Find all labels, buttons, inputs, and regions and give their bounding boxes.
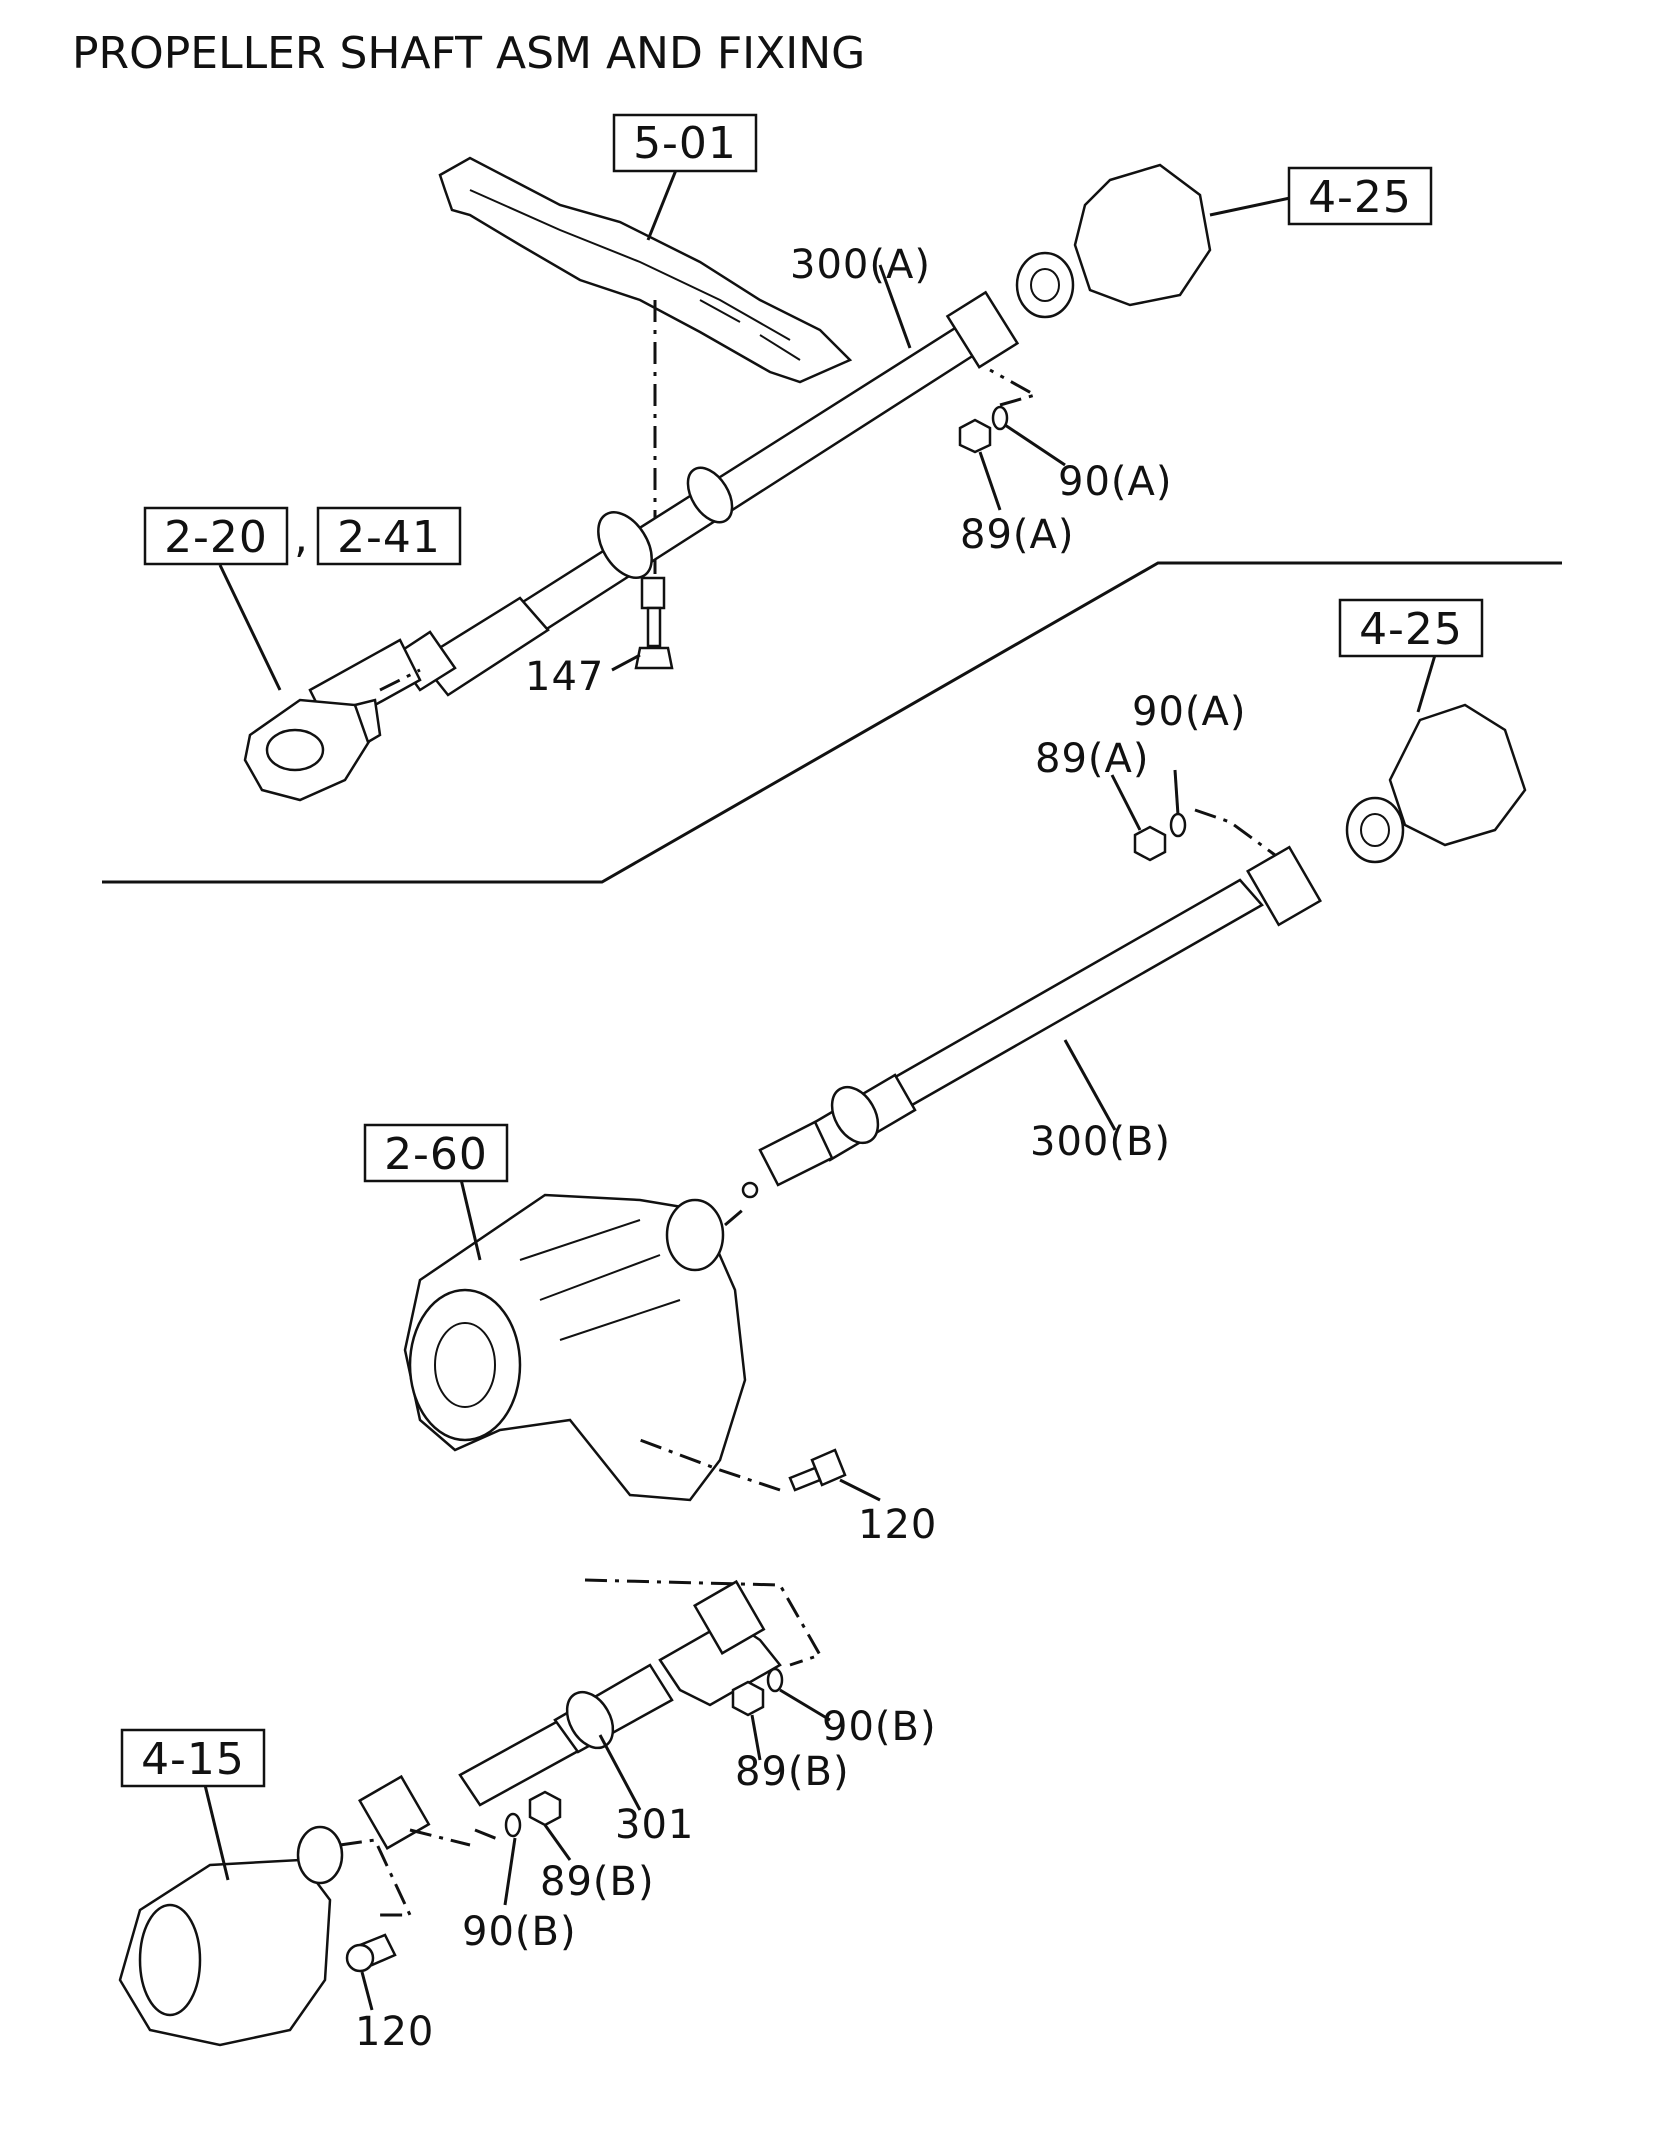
leader-425b <box>1416 654 1437 713</box>
ref-box-5-01 <box>612 113 758 173</box>
ref-2-60: 2-60 <box>384 1129 488 1180</box>
leader-89b-l <box>543 1824 572 1861</box>
shaft-300a-illustration <box>308 290 1020 732</box>
leader-89b-r <box>750 1714 762 1761</box>
label-120-bottom: 120 <box>355 2009 434 2055</box>
ref-4-15: 4-15 <box>141 1734 245 1785</box>
leader-425a <box>1209 196 1291 217</box>
ref-box-4-15 <box>120 1728 266 1788</box>
leader-90a-top <box>1004 423 1066 467</box>
ref-box-4-25-top <box>1287 166 1433 226</box>
label-89b-left: 89(B) <box>540 1859 655 1905</box>
leader-90b-l <box>503 1837 517 1906</box>
leader-tc-shaft <box>724 1206 746 1227</box>
differential-mid-illustration <box>1345 703 1527 864</box>
ref-box-2-60 <box>363 1123 509 1183</box>
shaft-301-illustration <box>358 1579 782 1850</box>
nut-washer-top <box>958 405 1009 454</box>
nut-washer-mid <box>1133 812 1187 862</box>
page-title: PROPELLER SHAFT ASM AND FIXING <box>72 28 865 79</box>
ref-2-41: 2-41 <box>337 512 441 563</box>
label-120-mid: 120 <box>858 1502 937 1548</box>
leader-220 <box>218 564 282 691</box>
nut-washer-lower-right <box>731 1667 784 1717</box>
leader-89a-top <box>978 451 1002 511</box>
ref-box-2-20 <box>143 506 289 566</box>
label-300a: 300(A) <box>790 242 931 288</box>
ref-4-25-top: 4-25 <box>1308 172 1412 223</box>
leader-120-bot <box>360 1971 374 2011</box>
label-89b-right: 89(B) <box>735 1749 850 1795</box>
leader-300b <box>1063 1039 1117 1131</box>
label-301: 301 <box>615 1802 694 1848</box>
ref-box-4-25-mid <box>1338 598 1484 658</box>
bolt-147 <box>634 576 674 670</box>
label-90b-right: 90(B) <box>822 1704 937 1750</box>
leader-501 <box>646 159 682 241</box>
ref-4-25-mid: 4-25 <box>1359 604 1463 655</box>
nut-washer-lower-left <box>504 1790 562 1838</box>
label-90b-left: 90(B) <box>462 1909 577 1955</box>
shaft-300b-illustration <box>741 845 1322 1199</box>
yoke-left-illustration <box>243 698 382 802</box>
leader-90b-r <box>779 1688 831 1722</box>
transfer-case-illustration <box>403 1193 747 1502</box>
label-147: 147 <box>525 654 604 700</box>
ref-2-20: 2-20 <box>164 512 268 563</box>
bolt-120-bottom <box>345 1933 397 1973</box>
crossmember-illustration <box>438 156 853 384</box>
label-90a-mid: 90(A) <box>1132 689 1246 735</box>
leader-415 <box>203 1784 230 1881</box>
label-300b: 300(B) <box>1030 1119 1171 1165</box>
leader-147 <box>611 653 641 672</box>
leader-300a <box>878 264 912 349</box>
ref-5-01: 5-01 <box>633 118 737 169</box>
leader-90a-mid <box>1173 769 1180 816</box>
leader-front-diff <box>339 1838 413 1917</box>
front-differential-illustration <box>118 1825 344 2047</box>
leader-120-mid <box>839 1478 881 1502</box>
label-89a-mid: 89(A) <box>1035 736 1149 782</box>
leader-260 <box>458 1174 482 1261</box>
differential-top-illustration <box>1015 163 1212 319</box>
leader-tc-front <box>584 1578 823 1667</box>
ref-box-2-41 <box>316 506 462 566</box>
leader-bolt-120-mid <box>639 1438 781 1492</box>
leader-nut-mid <box>1194 808 1276 857</box>
leader-nut-lower-left <box>409 1828 501 1847</box>
label-89a-top: 89(A) <box>960 512 1074 558</box>
label-90a-top: 90(A) <box>1058 459 1172 505</box>
ref-comma: , <box>294 512 309 563</box>
bolt-120-mid <box>788 1448 847 1492</box>
section-divider <box>102 561 1562 884</box>
leader-yoke <box>379 668 421 692</box>
leader-89a-mid <box>1110 774 1142 831</box>
leader-nut-top <box>989 368 1039 407</box>
leader-301 <box>598 1734 642 1811</box>
